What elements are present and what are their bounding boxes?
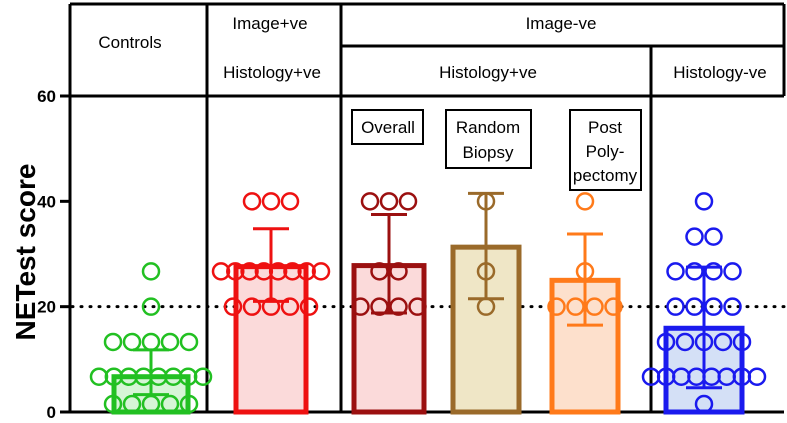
data-point-image_neg_histology_neg: [704, 297, 723, 316]
data-point-post_polypectomy: [547, 297, 566, 316]
data-point-overall: [351, 297, 370, 316]
bar-group-controls: [89, 262, 213, 415]
data-point-controls: [160, 332, 180, 352]
data-point-controls: [141, 394, 161, 414]
data-point-image_neg_histology_neg: [694, 332, 714, 352]
header-image-negative-histology-negative: Histology-ve: [673, 63, 767, 82]
data-point-image_neg_histology_neg: [713, 332, 733, 352]
bar-group-image_neg_histology_neg: [641, 192, 767, 415]
bar-group-post_polypectomy: [547, 192, 623, 415]
data-point-overall: [379, 192, 399, 211]
data-point-image_pos_histology_pos: [268, 262, 288, 281]
data-point-controls: [141, 297, 161, 316]
data-point-image_pos_histology_pos: [311, 262, 331, 281]
y-axis: 0 20 40 60: [37, 87, 70, 422]
data-point-image_neg_histology_neg: [685, 297, 704, 316]
data-point-controls: [141, 332, 161, 352]
subgroup-label-overall: Overall: [351, 109, 424, 145]
bars: [89, 191, 767, 415]
data-point-image_pos_histology_pos: [280, 192, 300, 211]
data-point-overall: [389, 297, 408, 316]
data-point-controls: [179, 394, 199, 414]
data-point-image_neg_histology_neg: [694, 394, 714, 414]
data-point-post_polypectomy: [575, 262, 595, 281]
bar-group-random_biopsy: [450, 191, 522, 415]
y-tick-label: 40: [37, 192, 56, 211]
data-point-post_polypectomy: [575, 192, 595, 211]
data-point-overall: [389, 262, 408, 281]
data-point-image_neg_histology_neg: [675, 332, 695, 352]
data-point-image_neg_histology_neg: [704, 227, 723, 246]
bar-group-image_pos_histology_pos: [211, 192, 331, 415]
data-point-image_pos_histology_pos: [240, 262, 259, 281]
data-point-controls: [89, 367, 109, 386]
y-tick-label: 0: [47, 403, 56, 422]
data-point-controls: [141, 262, 161, 281]
data-point-overall: [370, 262, 389, 281]
y-tick-label: 20: [37, 298, 56, 317]
data-point-image_neg_histology_neg: [723, 262, 742, 281]
svg-text:Post: Post: [588, 118, 622, 137]
data-point-image_neg_histology_neg: [666, 262, 685, 281]
header-image-positive-histology: Histology+ve: [223, 63, 321, 82]
data-point-overall: [408, 297, 427, 316]
data-point-image_pos_histology_pos: [242, 192, 262, 211]
data-point-overall: [398, 192, 418, 211]
data-point-random_biopsy: [476, 192, 496, 211]
svg-text:Overall: Overall: [361, 118, 415, 137]
svg-text:Poly-: Poly-: [586, 142, 625, 161]
data-point-post_polypectomy: [585, 297, 604, 316]
data-point-image_pos_histology_pos: [223, 297, 243, 316]
data-point-controls: [103, 332, 123, 352]
data-point-controls: [122, 332, 142, 352]
data-point-image_neg_histology_neg: [685, 227, 704, 246]
data-point-image_pos_histology_pos: [299, 297, 319, 316]
data-point-image_pos_histology_pos: [261, 297, 281, 316]
data-point-image_neg_histology_neg: [723, 297, 742, 316]
header-image-negative-histology-positive: Histology+ve: [439, 63, 537, 82]
data-point-image_neg_histology_neg: [666, 297, 685, 316]
data-point-image_pos_histology_pos: [226, 262, 245, 281]
data-point-controls: [160, 394, 180, 414]
svg-text:Biopsy: Biopsy: [462, 143, 514, 162]
data-point-overall: [360, 192, 380, 211]
data-point-controls: [193, 367, 213, 386]
data-point-image_neg_histology_neg: [732, 332, 752, 352]
data-point-image_pos_histology_pos: [283, 262, 302, 281]
y-tick-label: 60: [37, 87, 56, 106]
subgroup-label-post-polypectomy: Post Poly- pectomy: [569, 109, 642, 191]
data-point-random_biopsy: [476, 297, 496, 316]
subgroup-label-random-biopsy: Random Biopsy: [445, 109, 532, 169]
header-controls: Controls: [98, 33, 161, 52]
data-point-random_biopsy: [476, 262, 496, 281]
data-point-controls: [122, 394, 142, 414]
header-image-positive: Image+ve: [232, 14, 307, 33]
data-point-overall: [370, 297, 389, 316]
data-point-image_pos_histology_pos: [254, 262, 274, 281]
data-point-post_polypectomy: [604, 297, 623, 316]
data-point-controls: [103, 394, 123, 414]
data-point-image_pos_histology_pos: [261, 192, 281, 211]
data-point-image_neg_histology_neg: [694, 192, 714, 211]
data-point-image_neg_histology_neg: [685, 262, 704, 281]
data-point-image_pos_histology_pos: [297, 262, 316, 281]
data-point-image_pos_histology_pos: [242, 297, 262, 316]
svg-text:Random: Random: [456, 118, 520, 137]
data-point-post_polypectomy: [566, 297, 585, 316]
data-point-image_neg_histology_neg: [656, 332, 676, 352]
data-point-image_neg_histology_neg: [747, 367, 767, 386]
y-axis-label: NETest score: [10, 164, 41, 341]
data-point-image_neg_histology_neg: [704, 262, 723, 281]
data-point-image_pos_histology_pos: [211, 262, 231, 281]
data-point-controls: [179, 332, 199, 352]
data-point-image_pos_histology_pos: [280, 297, 300, 316]
svg-text:pectomy: pectomy: [573, 166, 638, 185]
header-image-negative: Image-ve: [526, 14, 597, 33]
bar-group-overall: [351, 192, 427, 415]
